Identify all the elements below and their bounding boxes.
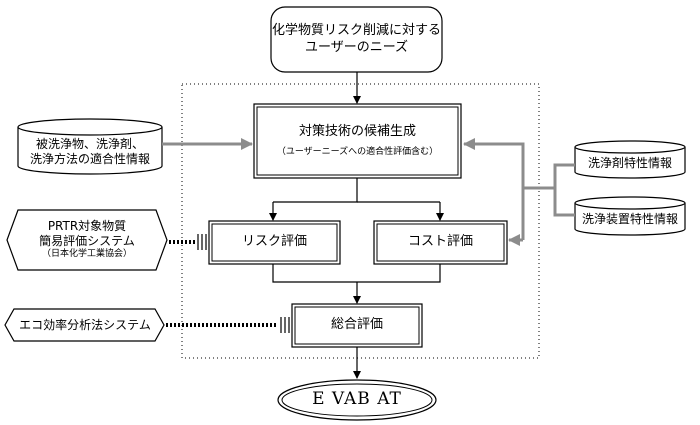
prtr-to-risk-connector	[169, 234, 207, 250]
prtr-line2: 簡易評価システム	[39, 234, 135, 249]
cost-eval-label: コスト評価	[377, 224, 504, 261]
bus-to-generation-arrow	[463, 138, 525, 240]
equipment-db-label: 洗浄装置特性情報	[575, 208, 685, 230]
cost-eval-text: コスト評価	[407, 234, 473, 250]
needs-line2: ユーザーのニーズ	[304, 39, 409, 55]
prtr-hexagon	[6, 209, 168, 271]
equipment-db-text: 洗浄装置特性情報	[581, 211, 678, 226]
generation-split-connector	[273, 178, 358, 203]
result-label: E VAB AT	[282, 382, 432, 418]
prtr-label: PRTR対象物質 簡易評価システム （日本化学工業協会）	[18, 212, 156, 268]
generation-label: 対策技術の候補生成 （ユーザーニーズへの適合性評価含む）	[257, 107, 458, 175]
cost-box	[373, 220, 508, 265]
total-eval-label: 総合評価	[295, 307, 419, 344]
system-boundary	[181, 83, 540, 359]
prtr-line3: （日本化学工業協会）	[41, 249, 132, 260]
eco-hexagon	[4, 308, 165, 342]
risk-eval-text: リスク評価	[241, 234, 307, 250]
result-text: E VAB AT	[312, 389, 402, 410]
equipment-db-cylinder	[574, 196, 686, 236]
evaluation-merge-connector	[272, 264, 441, 283]
detergent-db-text: 洗浄剤特性情報	[587, 155, 672, 170]
left-db-cylinder	[17, 118, 163, 175]
detergent-db-cylinder	[574, 140, 686, 179]
result-ellipse	[277, 379, 437, 421]
generation-box	[253, 103, 462, 179]
generation-subtitle: （ユーザーニーズへの適合性評価含む）	[276, 146, 439, 157]
db-bus	[553, 163, 575, 217]
prtr-line1: PRTR対象物質	[47, 219, 127, 234]
risk-eval-label: リスク評価	[212, 224, 337, 261]
generation-title: 対策技術の候補生成	[298, 124, 416, 140]
eco-label: エコ効率分析法システム	[10, 309, 160, 341]
left-db-label: 被洗浄物、洗浄剤、 洗浄方法の適合性情報	[18, 133, 162, 171]
left-db-line2: 洗浄方法の適合性情報	[29, 152, 150, 166]
eco-text: エコ効率分析法システム	[19, 317, 151, 332]
total-eval-text: 総合評価	[330, 317, 383, 333]
eco-to-total-connector	[166, 317, 290, 333]
needs-line1: 化学物質リスク削減に対する	[271, 23, 441, 39]
needs-label: 化学物質リスク削減に対する ユーザーのニーズ	[271, 7, 442, 72]
risk-box	[208, 220, 341, 265]
left-db-line1: 被洗浄物、洗浄剤、	[35, 137, 144, 151]
detergent-db-label: 洗浄剤特性情報	[575, 152, 685, 174]
